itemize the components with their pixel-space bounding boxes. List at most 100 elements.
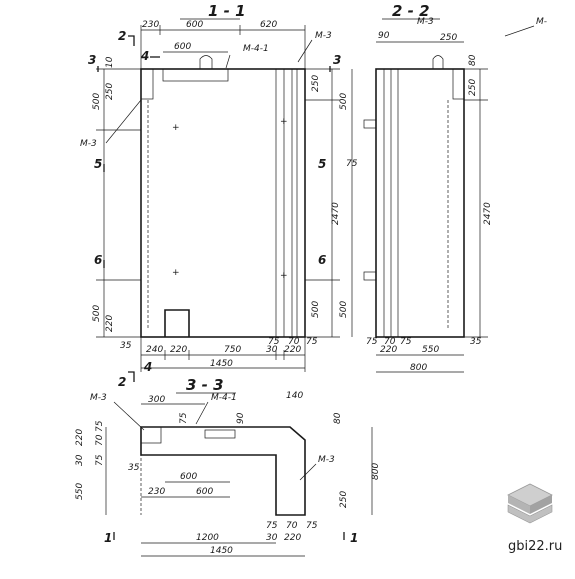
svg-text:90: 90 bbox=[378, 31, 390, 41]
lifting-loop bbox=[199, 55, 213, 69]
site-watermark: gbi22.ru bbox=[508, 539, 562, 554]
svg-text:35: 35 bbox=[128, 463, 140, 473]
bottom-opening bbox=[164, 309, 190, 337]
svg-text:30: 30 bbox=[266, 345, 278, 355]
label-m-3-22-right: М- bbox=[536, 17, 547, 27]
svg-text:35: 35 bbox=[470, 337, 482, 347]
label-m-4-1-33: М-4-1 bbox=[211, 393, 237, 403]
svg-text:1200: 1200 bbox=[196, 533, 219, 543]
svg-text:600: 600 bbox=[196, 487, 213, 497]
svg-text:500: 500 bbox=[92, 305, 102, 322]
svg-text:550: 550 bbox=[75, 483, 85, 500]
svg-text:2470: 2470 bbox=[331, 202, 341, 225]
svg-text:250: 250 bbox=[311, 75, 321, 92]
site-logo bbox=[507, 483, 553, 524]
svg-text:500: 500 bbox=[339, 301, 349, 318]
svg-text:550: 550 bbox=[422, 345, 439, 355]
label-m-3-top: М-3 bbox=[315, 31, 332, 41]
section-mark-5-right: 5 bbox=[318, 157, 326, 171]
svg-text:220: 220 bbox=[284, 533, 301, 543]
label-m-3-33-right: М-3 bbox=[318, 455, 335, 465]
svg-text:75: 75 bbox=[400, 337, 412, 347]
svg-text:250: 250 bbox=[105, 83, 115, 100]
svg-text:750: 750 bbox=[224, 345, 241, 355]
lifting-loop bbox=[432, 55, 444, 69]
svg-text:230: 230 bbox=[148, 487, 165, 497]
section-mark-6-right: 6 bbox=[318, 253, 326, 267]
section-mark-1-right: 1 bbox=[350, 531, 358, 545]
svg-text:+: + bbox=[172, 123, 180, 133]
view-title-3-3: 3 - 3 bbox=[186, 376, 224, 394]
svg-text:75: 75 bbox=[179, 412, 189, 424]
label-m-4-1: М-4-1 bbox=[243, 44, 269, 54]
svg-text:300: 300 bbox=[148, 395, 165, 405]
svg-text:500: 500 bbox=[311, 301, 321, 318]
svg-text:1450: 1450 bbox=[210, 359, 233, 369]
svg-text:75: 75 bbox=[266, 521, 278, 531]
svg-text:75: 75 bbox=[306, 521, 318, 531]
svg-text:75: 75 bbox=[95, 454, 105, 466]
label-m-3-33-left: М-3 bbox=[90, 393, 107, 403]
svg-text:35: 35 bbox=[120, 341, 132, 351]
dim-620: 620 bbox=[260, 20, 277, 30]
svg-text:+: + bbox=[280, 271, 288, 281]
svg-text:600: 600 bbox=[180, 472, 197, 482]
svg-text:75: 75 bbox=[366, 337, 378, 347]
svg-text:90: 90 bbox=[236, 412, 246, 424]
svg-text:220: 220 bbox=[75, 429, 85, 446]
svg-text:+: + bbox=[280, 117, 288, 127]
panel-outline-2-2 bbox=[375, 68, 465, 338]
svg-text:75: 75 bbox=[306, 337, 318, 347]
svg-text:220: 220 bbox=[284, 345, 301, 355]
view-1-1: 1 - 1 + + + + 230 600 620 600 2 bbox=[80, 2, 341, 389]
svg-text:220: 220 bbox=[105, 315, 115, 332]
svg-text:240: 240 bbox=[146, 345, 163, 355]
svg-text:80: 80 bbox=[468, 54, 478, 66]
svg-text:500: 500 bbox=[92, 93, 102, 110]
section-outline-3-3 bbox=[140, 426, 306, 516]
section-mark-4-bottom: 4 bbox=[143, 360, 152, 374]
svg-text:75: 75 bbox=[95, 420, 105, 432]
view-3-3: 3 - 3 М-3 М-4-1 М-3 300 140 90 80 75 220… bbox=[75, 376, 381, 557]
section-mark-3-right: 3 bbox=[333, 53, 341, 67]
section-mark-2-bottom: 2 bbox=[118, 375, 126, 389]
view-title-1-1: 1 - 1 bbox=[208, 2, 246, 20]
svg-text:250: 250 bbox=[339, 491, 349, 508]
svg-text:800: 800 bbox=[371, 463, 381, 480]
section-mark-3: 3 bbox=[88, 53, 96, 67]
section-mark-6: 6 bbox=[94, 253, 102, 267]
svg-text:800: 800 bbox=[410, 363, 427, 373]
dim-600-inner: 600 bbox=[174, 42, 191, 52]
svg-text:220: 220 bbox=[170, 345, 187, 355]
svg-text:250: 250 bbox=[440, 33, 457, 43]
svg-text:30: 30 bbox=[266, 533, 278, 543]
embedded-plate bbox=[162, 68, 229, 82]
svg-text:140: 140 bbox=[286, 391, 303, 401]
svg-text:70: 70 bbox=[286, 521, 298, 531]
svg-text:1450: 1450 bbox=[210, 546, 233, 556]
label-m-3-22: М-3 bbox=[417, 17, 434, 27]
svg-text:220: 220 bbox=[380, 345, 397, 355]
view-title-2-2: 2 - 2 bbox=[392, 2, 430, 20]
svg-text:+: + bbox=[172, 268, 180, 278]
dim-600: 600 bbox=[186, 20, 203, 30]
section-mark-2: 2 bbox=[118, 29, 126, 43]
svg-text:75: 75 bbox=[346, 159, 358, 169]
svg-text:500: 500 bbox=[339, 93, 349, 110]
svg-text:250: 250 bbox=[468, 79, 478, 96]
section-mark-4: 4 bbox=[140, 49, 149, 63]
corner-notch bbox=[140, 68, 154, 100]
svg-text:80: 80 bbox=[333, 412, 343, 424]
section-mark-1-left: 1 bbox=[104, 531, 112, 545]
svg-text:70: 70 bbox=[95, 434, 105, 446]
svg-text:70: 70 bbox=[384, 337, 396, 347]
section-mark-5: 5 bbox=[94, 157, 102, 171]
svg-text:70: 70 bbox=[288, 337, 300, 347]
svg-text:2470: 2470 bbox=[483, 202, 493, 225]
svg-text:10: 10 bbox=[105, 56, 115, 68]
panel-outline-1-1 bbox=[140, 68, 306, 338]
dim-230: 230 bbox=[142, 20, 159, 30]
svg-text:30: 30 bbox=[75, 454, 85, 466]
